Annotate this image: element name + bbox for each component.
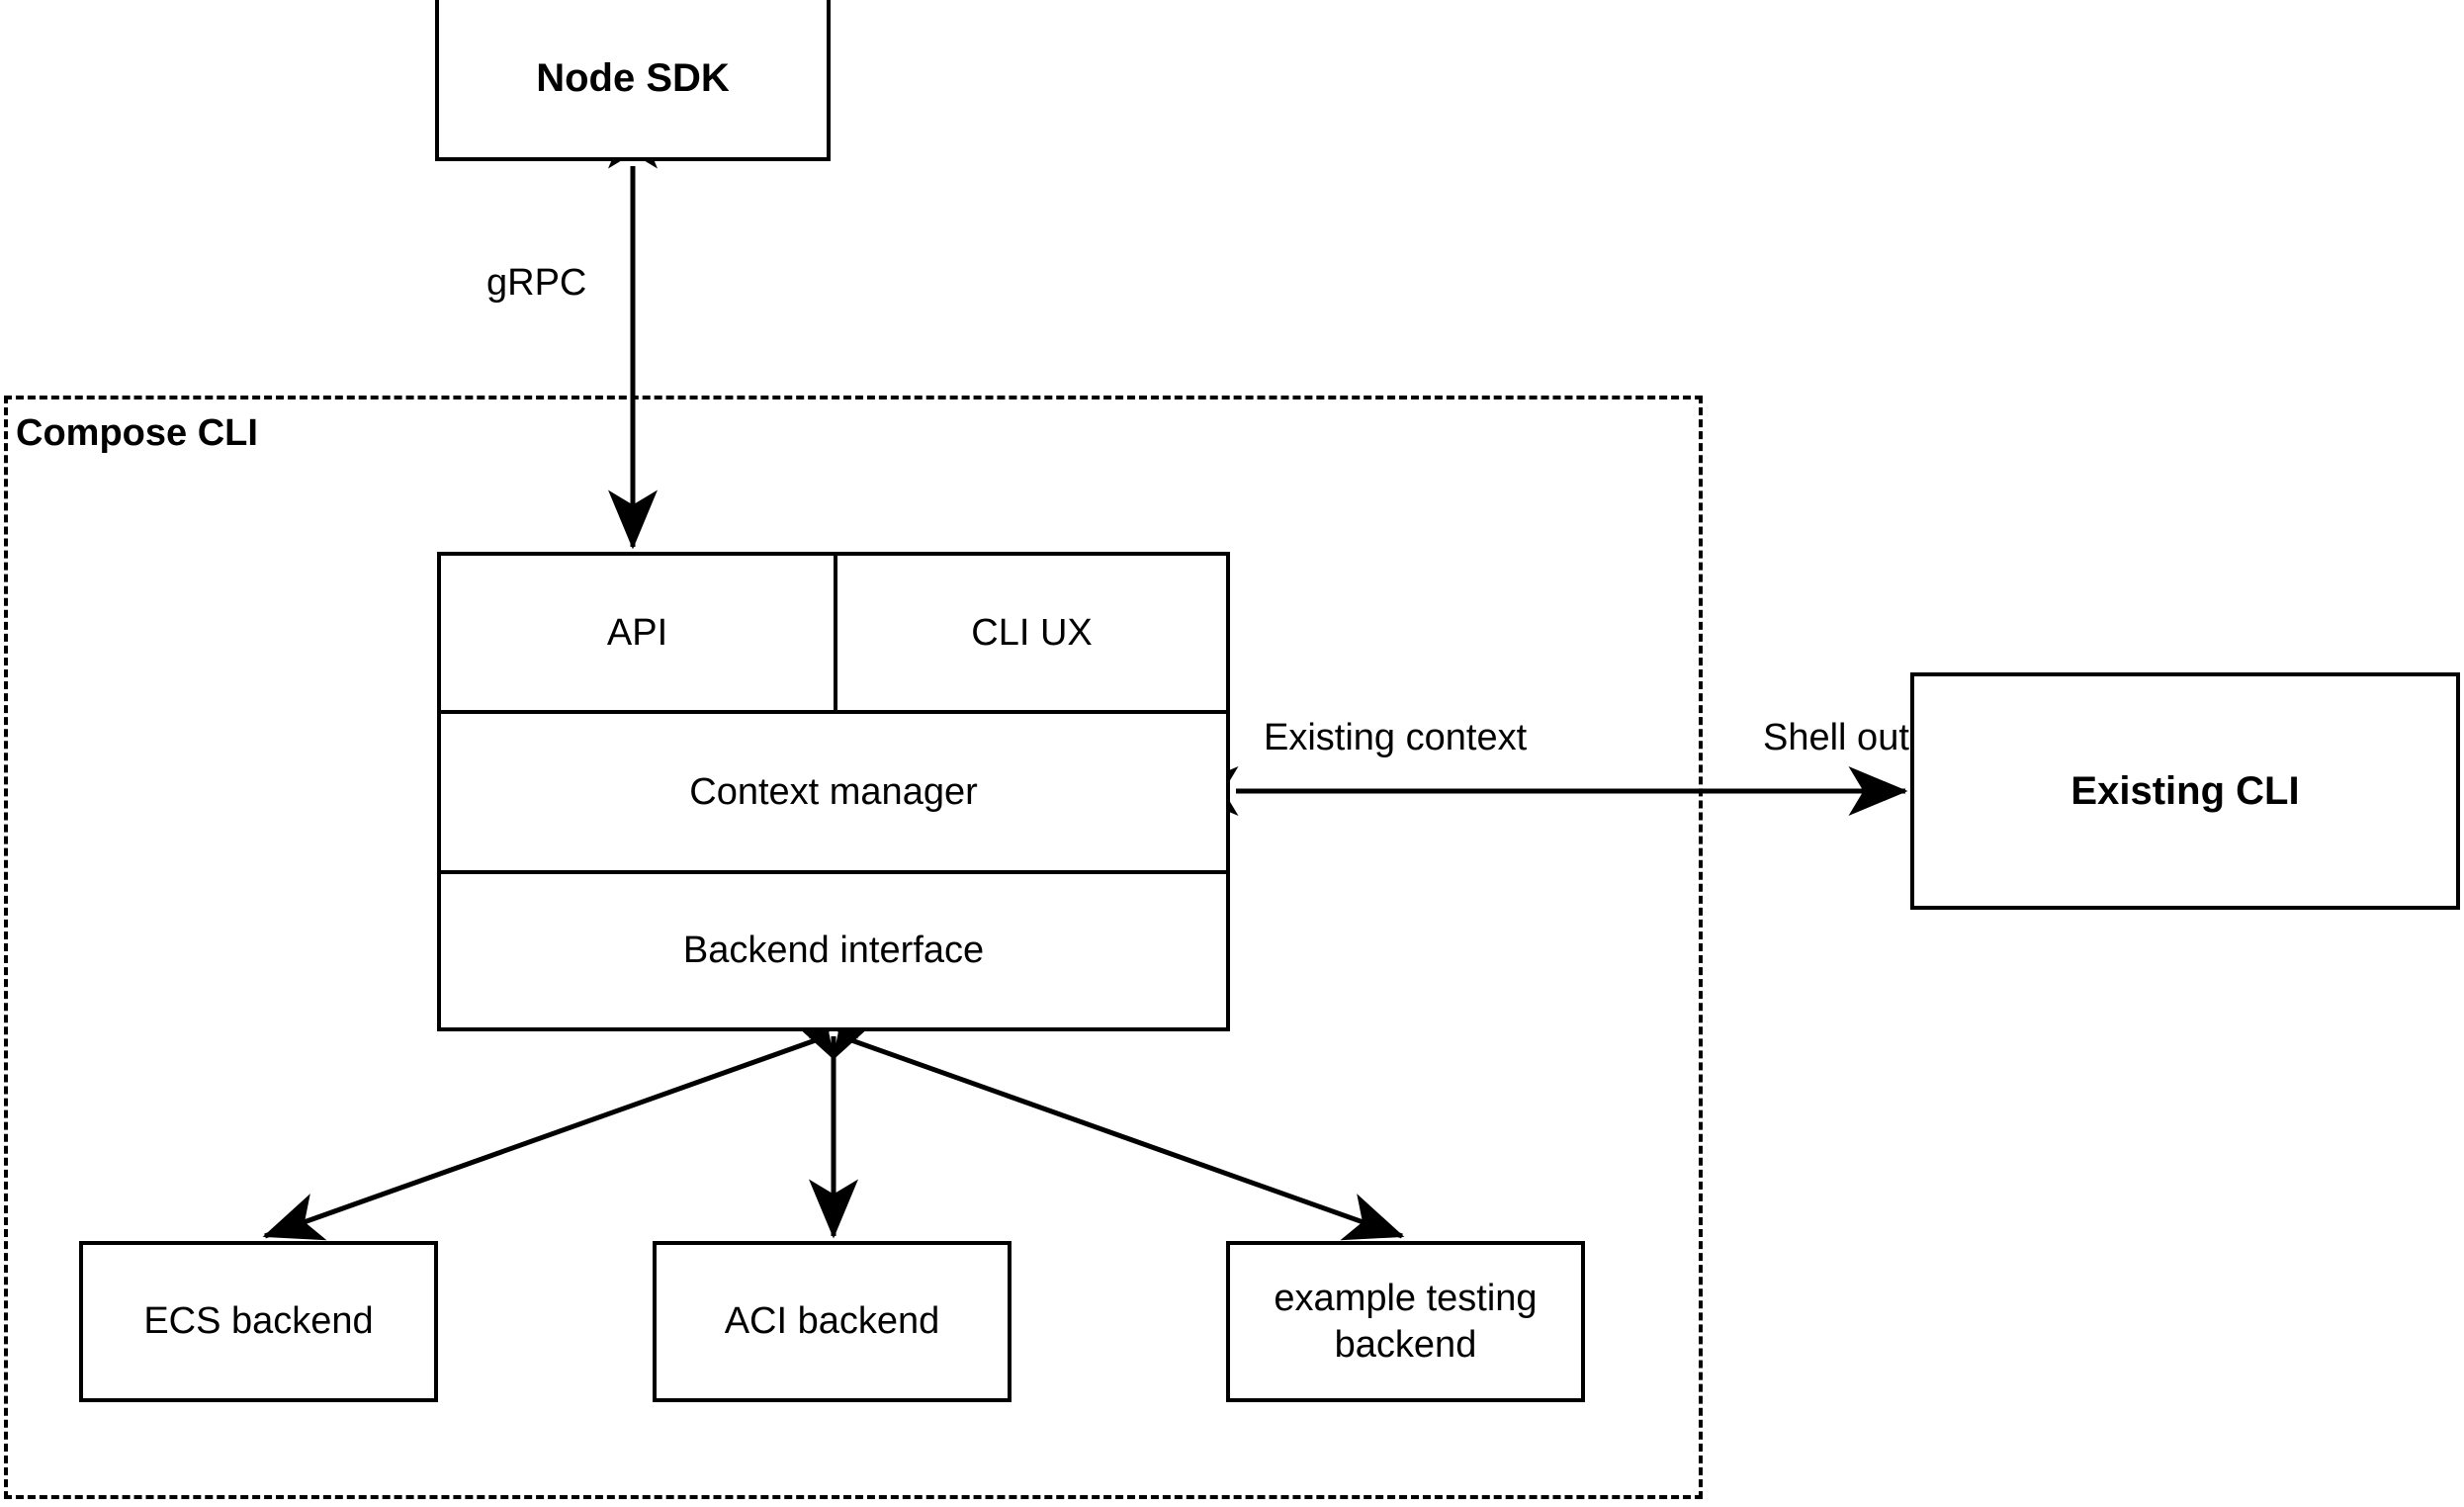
node-node-sdk[interactable]: Node SDK xyxy=(435,0,831,161)
edge-label-shell-out: Shell out xyxy=(1763,717,1909,758)
node-existing-cli-label: Existing CLI xyxy=(2070,768,2300,813)
node-ecs-backend[interactable]: ECS backend xyxy=(79,1241,438,1402)
node-context-manager[interactable]: Context manager xyxy=(441,714,1226,870)
compose-cli-group-label: Compose CLI xyxy=(16,412,258,454)
node-api-label: API xyxy=(606,611,668,654)
node-aci-backend[interactable]: ACI backend xyxy=(653,1241,1012,1402)
node-example-testing-backend[interactable]: example testing backend xyxy=(1226,1241,1585,1402)
node-example-testing-backend-line1: example testing xyxy=(1274,1278,1538,1320)
node-backend-interface[interactable]: Backend interface xyxy=(441,874,1226,1027)
compose-cli-core-stack: API CLI UX Context manager Backend inter… xyxy=(437,552,1230,1031)
node-existing-cli[interactable]: Existing CLI xyxy=(1910,672,2460,910)
edge-label-grpc: gRPC xyxy=(486,262,587,304)
stack-row-backend-interface: Backend interface xyxy=(441,870,1226,1027)
stack-row-context-manager: Context manager xyxy=(441,710,1226,870)
stack-row-api-cliux: API CLI UX xyxy=(441,556,1226,710)
compose-cli-group-boundary xyxy=(4,396,1703,1499)
node-backend-interface-label: Backend interface xyxy=(682,930,985,971)
node-api[interactable]: API xyxy=(441,556,834,710)
node-node-sdk-label: Node SDK xyxy=(536,56,730,101)
node-example-testing-backend-label: example testing backend xyxy=(1264,1276,1546,1368)
node-cli-ux[interactable]: CLI UX xyxy=(834,556,1226,710)
node-context-manager-label: Context manager xyxy=(689,770,978,813)
node-aci-backend-label: ACI backend xyxy=(724,1300,940,1343)
node-cli-ux-label: CLI UX xyxy=(971,611,1093,654)
node-ecs-backend-label: ECS backend xyxy=(143,1300,374,1343)
edge-label-existing-context: Existing context xyxy=(1264,717,1528,758)
node-example-testing-backend-line2: backend xyxy=(1334,1323,1477,1366)
